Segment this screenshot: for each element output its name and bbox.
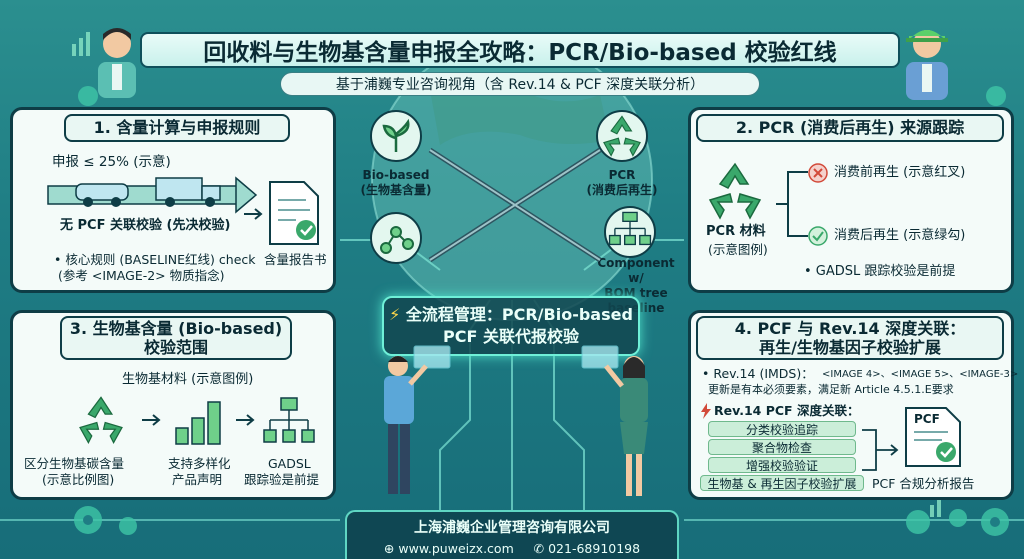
mgmt-line1-text: 全流程管理：PCR/Bio-based bbox=[405, 305, 633, 325]
bio-col1-line1: 区分生物基碳含量 bbox=[24, 456, 125, 471]
page-subtitle: 基于浦巍专业咨询视角（含 Rev.14 & PCF 深度关联分析） bbox=[280, 72, 760, 96]
pcr-material-sub: (示意图例) bbox=[708, 242, 768, 257]
rev14-requirement: 更新是有本必须要素，满足新 Article 4.5.1.E要求 bbox=[708, 383, 954, 396]
company-name: 上海浦巍企业管理咨询有限公司 bbox=[414, 520, 610, 536]
engineer-avatar-right bbox=[906, 30, 948, 100]
panel1-title: 1. 含量计算与申报规则 bbox=[64, 114, 290, 142]
panel3-title: 3. 生物基含量 (Bio-based) 校验范围 bbox=[60, 316, 292, 360]
hierarchy-icon bbox=[263, 397, 315, 443]
panel2-title: 2. PCR (消费后再生) 来源跟踪 bbox=[696, 114, 1004, 142]
phone-icon: ✆ bbox=[533, 541, 545, 556]
website-link[interactable]: www.puweizx.com bbox=[398, 541, 514, 556]
pcf-link-label: Rev.14 PCF 深度关联： bbox=[714, 403, 860, 418]
pcf-item-4: 生物基 & 再生因子校验扩展 bbox=[700, 475, 864, 491]
tree-glyph bbox=[608, 211, 652, 246]
pcf-item-3: 增强校验验证 bbox=[708, 457, 856, 473]
chain-links-graphic bbox=[428, 147, 602, 263]
panel4-title-line1: 4. PCF 与 Rev.14 深度关联： bbox=[734, 318, 966, 338]
panel4-title: 4. PCF 与 Rev.14 深度关联： 再生/生物基因子校验扩展 bbox=[696, 316, 1004, 360]
page-title: 回收料与生物基含量申报全攻略：PCR/Bio-based 校验红线 bbox=[140, 32, 900, 68]
consultant-avatar-left bbox=[98, 28, 136, 98]
globe-icon: ⊕ bbox=[383, 541, 395, 556]
bio-based-line1: Bio-based bbox=[362, 168, 430, 182]
transport-arrow-graphic bbox=[47, 176, 258, 214]
pcf-doc-label: PCF bbox=[914, 412, 940, 426]
company-footer: 上海浦巍企业管理咨询有限公司 ⊕ www.puweizx.com ✆ 021-6… bbox=[345, 510, 679, 559]
declare-threshold: 申报 ≤ 25% (示意) bbox=[52, 154, 171, 170]
branch-connector bbox=[776, 171, 808, 237]
mgmt-line2: PCF 关联代报校验 bbox=[443, 327, 579, 346]
mgmt-line1: ⚡ 全流程管理：PCR/Bio-based bbox=[389, 305, 633, 325]
presenter-woman-illustration bbox=[581, 345, 648, 496]
core-rule-reference: (参考 <IMAGE-2> 物质指念) bbox=[58, 268, 225, 283]
pcf-document-icon bbox=[905, 407, 961, 467]
contact-row: ⊕ www.puweizx.com ✆ 021-68910198 bbox=[347, 541, 677, 556]
no-pcf-check: 无 PCF 关联校验 (先决校验) bbox=[60, 218, 231, 233]
pcr-center-line1: PCR bbox=[608, 168, 636, 182]
presenter-man-illustration bbox=[384, 345, 451, 494]
red-cross-icon bbox=[808, 163, 828, 183]
bio-based-line2: (生物基含量) bbox=[360, 183, 432, 197]
arrow-right-icon bbox=[244, 208, 263, 220]
molecule-glyph bbox=[380, 226, 414, 254]
rev14-refs: <IMAGE 4>、<IMAGE 5>、<IMAGE-3> bbox=[822, 369, 1019, 380]
arrow-right-icon bbox=[142, 414, 161, 426]
panel3-title-line2: 校验范围 bbox=[143, 338, 208, 357]
seedling-icon bbox=[370, 110, 422, 162]
bio-col3-line1: GADSL bbox=[268, 456, 311, 471]
bio-col1-line2: (示意比例图) bbox=[42, 472, 115, 487]
recycle-icon bbox=[708, 162, 762, 220]
recycle-glyph bbox=[603, 115, 641, 157]
pcr-center-label: PCR (消费后再生) bbox=[582, 168, 662, 198]
component-line1: Component w/ bbox=[597, 256, 675, 285]
lightning-icon bbox=[701, 403, 711, 419]
seedling-glyph bbox=[382, 118, 410, 152]
arrow-right-icon bbox=[236, 414, 255, 426]
bio-materials-label: 生物基材料 (示意图例) bbox=[122, 372, 254, 387]
rev14-prefix: • Rev.14 (IMDS)： bbox=[702, 366, 814, 381]
pcr-material-label: PCR 材料 bbox=[706, 224, 766, 239]
panel3-title-line1: 3. 生物基含量 (Bio-based) bbox=[69, 318, 283, 338]
pcr-recycle-center-icon bbox=[596, 110, 648, 162]
molecule-icon bbox=[370, 212, 422, 264]
pre-consumer-label: 消费前再生 (示意红叉) bbox=[834, 165, 966, 180]
pcf-item-1: 分类校验追踪 bbox=[708, 421, 856, 437]
core-rule: • 核心规则 (BASELINE红线) check bbox=[54, 252, 256, 267]
green-check-icon bbox=[808, 226, 828, 246]
bio-recycle-icon bbox=[79, 396, 123, 444]
pcf-report-label: PCF 合规分析报告 bbox=[872, 476, 975, 491]
post-consumer-label: 消费后再生 (示意绿勾) bbox=[834, 228, 966, 243]
bio-based-label: Bio-based (生物基含量) bbox=[356, 168, 436, 198]
report-document-icon bbox=[269, 181, 319, 245]
report-label: 含量报告书 bbox=[264, 252, 327, 267]
bom-tree-icon bbox=[604, 206, 656, 258]
bio-col2-line1: 支持多样化 bbox=[168, 456, 231, 471]
pcr-center-line2: (消费后再生) bbox=[586, 183, 658, 197]
bio-col2-line2: 产品声明 bbox=[172, 472, 223, 487]
bar-chart-icon bbox=[175, 401, 221, 445]
panel4-title-line2: 再生/生物基因子校验扩展 bbox=[759, 338, 941, 357]
pcf-item-2: 聚合物检查 bbox=[708, 439, 856, 455]
gadsl-check: • GADSL 跟踪校验是前提 bbox=[804, 264, 956, 279]
bracket-connector bbox=[862, 429, 899, 471]
phone-number: 021-68910198 bbox=[548, 541, 641, 556]
bio-col3-line2: 跟踪验是前提 bbox=[244, 472, 320, 487]
